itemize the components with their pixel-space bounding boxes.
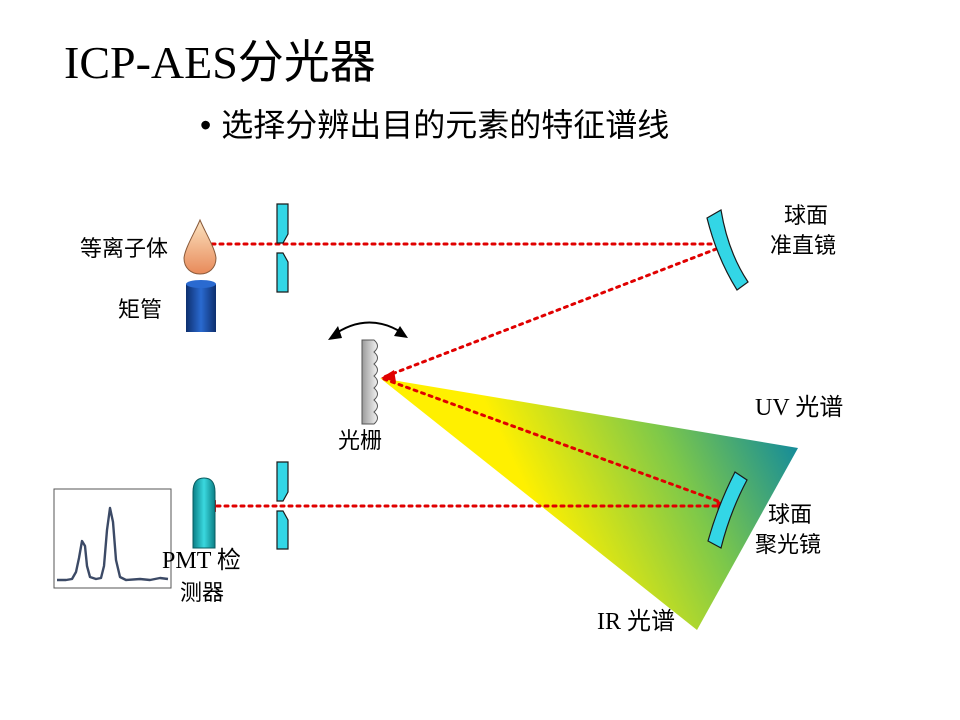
beam-collimator-to-grating (382, 244, 726, 379)
beam-grating-to-focusing (382, 377, 728, 506)
readout-frame (53, 488, 172, 589)
label-torch: 矩管 (118, 298, 162, 323)
label-detector-2: 测器 (180, 581, 224, 606)
torch (186, 280, 216, 332)
label-collimator-2: 准直镜 (770, 234, 836, 259)
bullet-dot: • (200, 107, 212, 143)
spectrum-readout (53, 488, 172, 589)
label-focusing-1: 球面 (768, 503, 812, 528)
dispersion-fan (380, 378, 798, 630)
label-grating: 光栅 (338, 429, 382, 454)
rotation-arrow (328, 321, 408, 340)
pmt-body (192, 477, 216, 549)
pmt-detector (192, 477, 216, 549)
entrance-slit-upper (276, 203, 289, 244)
page-title: ICP-AES分光器 (64, 37, 376, 88)
bullet-text: 选择分辨出目的元素的特征谱线 (221, 106, 670, 144)
label-detector-1: PMT 检 (162, 547, 241, 574)
focusing-mirror (707, 471, 748, 549)
label-focusing-2: 聚光镜 (755, 533, 821, 558)
arrowhead-grating (381, 370, 396, 382)
bullet-point: •选择分辨出目的元素的特征谱线 (200, 100, 669, 146)
light-beams (208, 242, 728, 508)
readout-trace (57, 506, 169, 582)
exit-slit (276, 461, 289, 550)
exit-slit-upper (276, 461, 289, 502)
plasma-flame (183, 218, 217, 275)
entrance-slit (276, 203, 289, 293)
label-plasma: 等离子体 (80, 237, 168, 262)
torch-body (186, 284, 216, 332)
torch-top (186, 280, 216, 288)
rotation-arc (331, 321, 405, 337)
collimating-mirror (706, 209, 749, 291)
label-collimator-1: 球面 (784, 204, 828, 229)
grating-body (361, 339, 378, 425)
diffraction-grating (361, 339, 378, 425)
label-ir-spectrum: IR 光谱 (597, 608, 675, 635)
label-uv-spectrum: UV 光谱 (755, 394, 843, 421)
rotation-arrowhead-right (394, 326, 408, 338)
exit-slit-lower (276, 510, 289, 550)
rotation-arrowhead-left (328, 326, 342, 340)
entrance-slit-lower (276, 252, 289, 293)
